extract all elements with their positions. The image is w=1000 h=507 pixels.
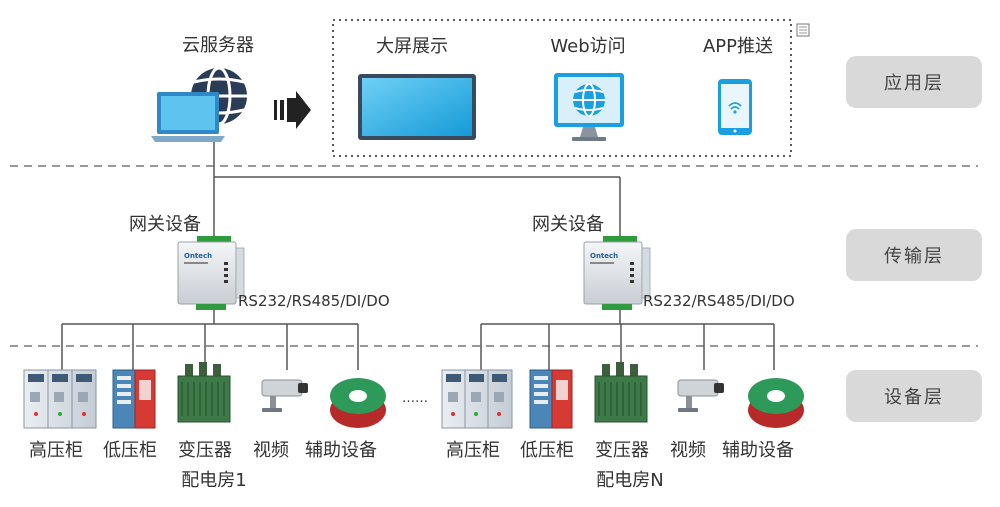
gateway-2-brand: Ontech: [590, 252, 618, 260]
gateway-1-brand: Ontech: [184, 252, 212, 260]
camera-icon: [261, 379, 308, 412]
device-label: 变压器: [595, 440, 649, 461]
application-layer-badge: 应用层: [846, 56, 982, 108]
room-1-devices: [23, 362, 386, 429]
gateway-2-label: 网关设备: [532, 214, 604, 235]
room-n-labels: 高压柜 低压柜 变压器 视频 辅助设备 配电房N: [446, 440, 794, 491]
cloud-server-label: 云服务器: [182, 35, 254, 56]
gateway-2-device: Ontech: [583, 236, 651, 310]
high-voltage-cabinet-icon: [23, 369, 97, 429]
room-1-labels: 高压柜 低压柜 变压器 视频 辅助设备 配电房1: [29, 440, 377, 491]
camera-icon: [677, 379, 724, 412]
high-voltage-cabinet-icon: [441, 369, 513, 429]
gateway-1-ports: RS232/RS485/DI/DO: [238, 292, 390, 310]
low-voltage-cabinet-icon: [112, 369, 156, 429]
bigscreen-label: 大屏展示: [376, 36, 448, 57]
transformer-icon: [594, 362, 648, 423]
app-push-label: APP推送: [703, 36, 773, 57]
room-1-name: 配电房1: [181, 470, 246, 491]
application-box: [332, 19, 792, 157]
device-label: 低压柜: [520, 440, 574, 461]
phone-icon: [718, 79, 752, 135]
ellipsis: ……: [402, 391, 428, 406]
device-label: 低压柜: [103, 440, 157, 461]
device-label: 辅助设备: [305, 440, 377, 461]
arrow-right-icon: [274, 91, 311, 129]
device-layer-badge: 设备层: [846, 370, 982, 422]
gateway-1-label: 网关设备: [129, 214, 201, 235]
device-label: 高压柜: [29, 440, 83, 461]
connection-lines: [61, 142, 775, 370]
room-n-name: 配电房N: [596, 470, 663, 491]
web-label: Web访问: [550, 36, 625, 57]
cable-reel-icon: [330, 378, 386, 428]
device-label: 高压柜: [446, 440, 500, 461]
device-label: 视频: [253, 440, 289, 461]
big-screen-icon: [358, 74, 476, 140]
web-monitor-icon: [554, 73, 624, 141]
gateway-2-ports: RS232/RS485/DI/DO: [643, 292, 795, 310]
transformer-icon: [177, 362, 231, 423]
cable-reel-icon: [748, 378, 804, 428]
transport-layer-badge: 传输层: [846, 229, 982, 281]
laptop-icon: [151, 92, 225, 142]
device-label: 变压器: [178, 440, 232, 461]
low-voltage-cabinet-icon: [529, 369, 573, 429]
device-label: 视频: [670, 440, 706, 461]
box-corner-icon: [796, 23, 810, 37]
room-n-devices: [441, 362, 804, 429]
gateway-1-device: Ontech: [177, 236, 245, 310]
device-label: 辅助设备: [722, 440, 794, 461]
